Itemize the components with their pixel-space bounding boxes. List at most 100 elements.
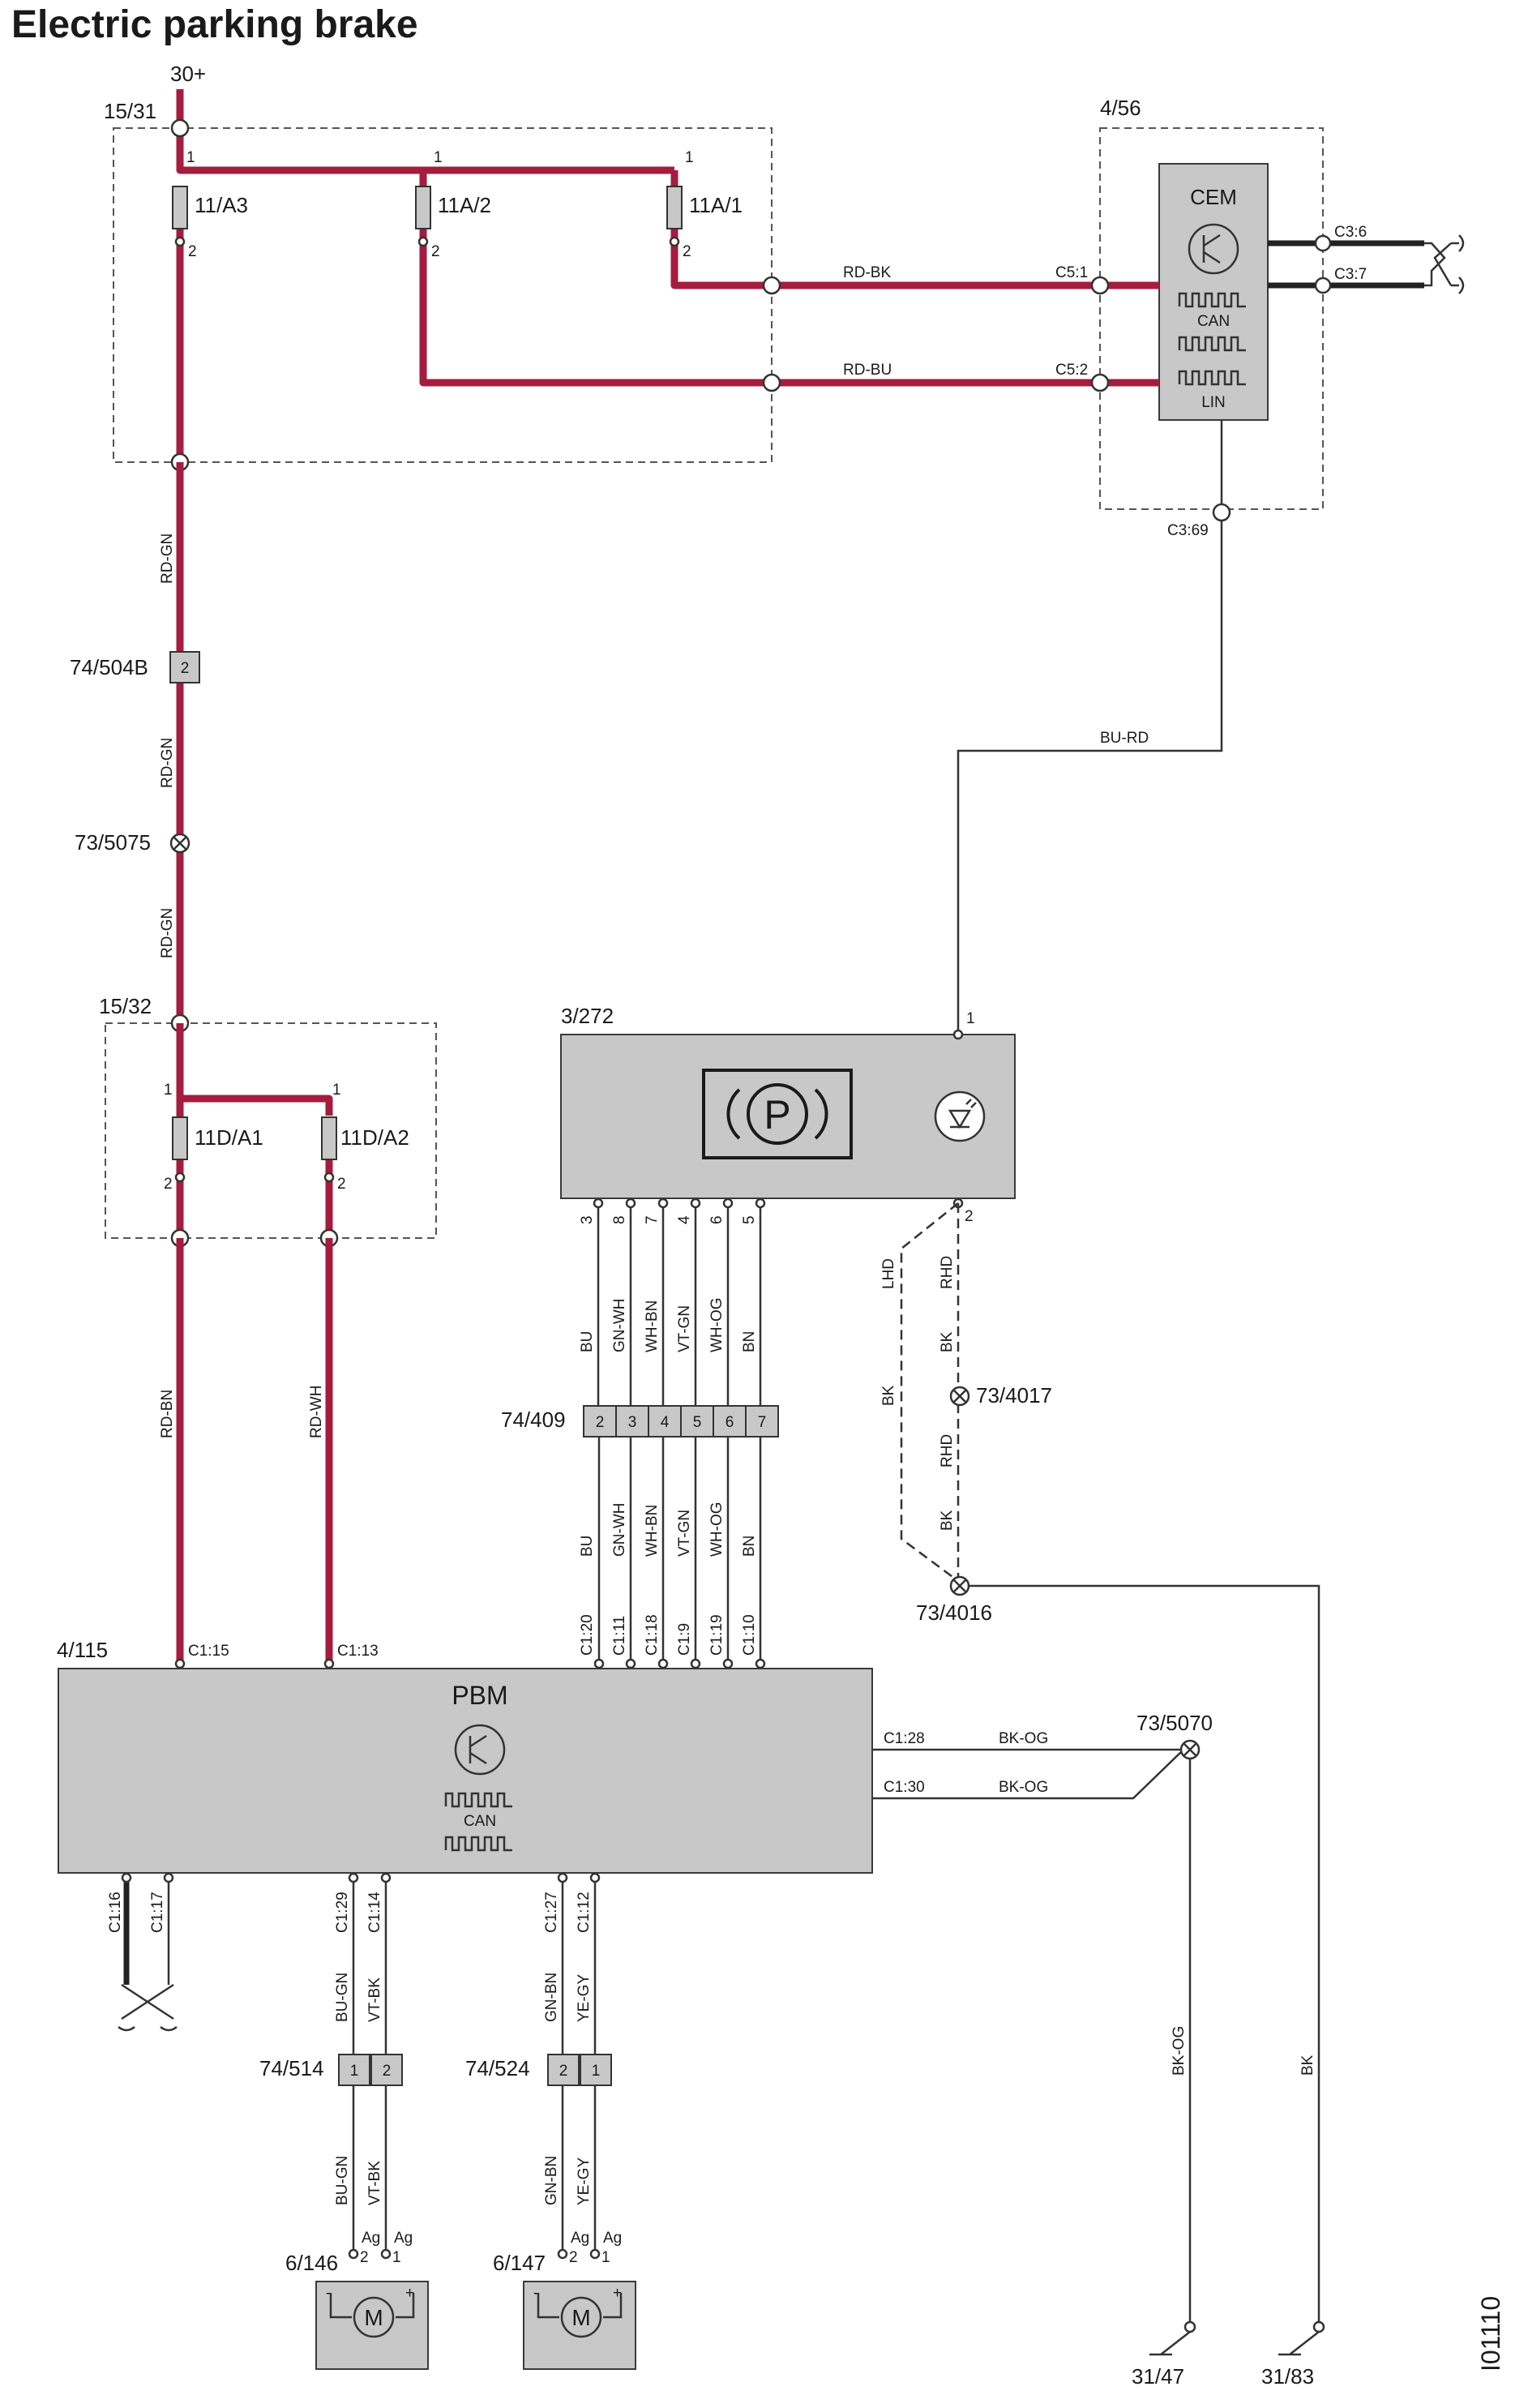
connector-74-409-pin: 4: [661, 1414, 670, 1431]
wire-lamp-ground-lhd: [900, 1202, 959, 1583]
pbm-top-pin: [593, 1658, 605, 1669]
pbm-id: 4/115: [57, 1638, 108, 1662]
cem-can-label: CAN: [1197, 313, 1230, 330]
cem-can-break-icon: [1458, 234, 1465, 294]
motor-6-147-tag: Ag: [571, 2230, 589, 2247]
cem-pin-c36: [1314, 234, 1332, 252]
wire-rdgn-label-1: RD-GN: [159, 533, 176, 584]
cem-pin-c37: [1314, 276, 1332, 294]
pbm-bottom-pin-label: C1:16: [107, 1892, 124, 1933]
motor-6-146-pin-num: 2: [360, 2249, 369, 2266]
cem-can-signal-icon: [1178, 292, 1246, 308]
switch-wire-pin: [755, 1198, 766, 1209]
fuse-11d-a1: [172, 1116, 188, 1160]
supply-node: [170, 118, 190, 138]
switch-wire-color-lower: BN: [741, 1536, 758, 1557]
fusebox-15-31-outline: [113, 127, 773, 463]
splice-73-5075-label: 73/5075: [75, 830, 151, 855]
fuse-11d-a2: [321, 1116, 337, 1160]
pbm-bottom-pin-label: C1:17: [149, 1892, 166, 1933]
connector-74-504b-pin: 2: [181, 660, 190, 677]
fuse-11d-a1-dot: [174, 1172, 186, 1183]
fuse-11a2-label: 11A/2: [438, 193, 491, 217]
cem-lin-label: LIN: [1201, 394, 1226, 411]
wire-m1-upper-2: VT-BK: [366, 1977, 383, 2022]
switch-pin-2-label: 2: [965, 1208, 974, 1225]
switch-wire-color-lower: WH-BN: [644, 1505, 661, 1557]
switch-wire-color-lower: VT-GN: [676, 1510, 693, 1557]
cem-can-signal-icon-lower: [1178, 336, 1246, 352]
switch-wire-color: GN-WH: [611, 1299, 628, 1352]
connector-74-409-label: 74/409: [501, 1408, 566, 1432]
supply-label: 30+: [170, 62, 206, 86]
fuse-11d-a1-label: 11D/A1: [195, 1125, 263, 1150]
fuse-11d-a1-pin-in: 1: [164, 1082, 173, 1099]
motor-6-147-pin: [589, 2248, 601, 2260]
wire-bk-label-1: BK: [939, 1331, 956, 1352]
motor-6-146-wiring: [329, 2293, 415, 2319]
pbm-top-pin-label: C1:15: [188, 1643, 229, 1660]
pbm-top-pin: [722, 1658, 734, 1669]
svg-text:P: P: [764, 1092, 790, 1138]
wire-m1-lower-2: VT-BK: [366, 2161, 383, 2205]
wire-bk-label-2: BK: [939, 1510, 956, 1531]
motor-6-146-m-icon: M: [353, 2296, 395, 2338]
switch-pin-1-label: 1: [966, 1010, 975, 1027]
diagram-id: I01110: [1476, 2296, 1505, 2372]
wire-bkog-label-2: BK-OG: [999, 1779, 1048, 1796]
wire-bk-og-2: [872, 1749, 1184, 1800]
pbm-top-pin-label: C1:19: [708, 1614, 725, 1656]
pbm-can-label: CAN: [464, 1813, 496, 1830]
fuse-11a2-pin-in: 1: [434, 149, 443, 166]
motor-6-146-tag: Ag: [362, 2230, 380, 2247]
motor-6-147-tag: Ag: [603, 2230, 622, 2247]
fuse-11a3: [172, 186, 188, 229]
cem-pin-c52: [1090, 373, 1110, 392]
switch-wire-color: WH-OG: [708, 1297, 725, 1352]
wire-m1-upper-1: BU-GN: [334, 1973, 351, 2022]
wire-m2-lower-2: YE-GY: [576, 2157, 593, 2205]
connector-74-409-pin: 7: [758, 1414, 767, 1431]
cem-transistor-icon: [1188, 223, 1239, 275]
fuse-11a3-dot: [174, 236, 186, 247]
diagram-title: Electric parking brake: [11, 3, 418, 46]
motor-6-147-minus: -: [533, 2285, 538, 2302]
connector-74-409-pin: 2: [596, 1414, 605, 1431]
ground-31-83-label: 31/83: [1261, 2364, 1314, 2389]
pbm-top-pin-label: C1:10: [741, 1614, 758, 1656]
connector-74-524-pin-num: 1: [592, 2063, 601, 2080]
switch-pin-num: 5: [741, 1215, 758, 1224]
cem-name: CEM: [1190, 185, 1237, 209]
wire-bkog-ground-label: BK-OG: [1171, 2026, 1188, 2076]
splice-73-5070-label: 73/5070: [1136, 1711, 1213, 1735]
fuse-11a1: [666, 186, 683, 229]
cem-outline: [1099, 127, 1324, 510]
fusebox-boundary-node-rdbu: [762, 373, 781, 392]
fuse-11a2-dot: [417, 236, 429, 247]
cem-c52-label: C5:2: [1055, 362, 1088, 379]
motor-6-146-pin: [348, 2248, 359, 2260]
pbm-pin-c1-17: [163, 1872, 174, 1883]
cem-module: [1158, 163, 1269, 421]
connector-74-409-pin: 3: [628, 1414, 637, 1431]
fusebox-15-31-label: 15/31: [104, 99, 156, 123]
fuse-11d-a1-pin-out: 2: [164, 1176, 173, 1193]
motor-6-146-plus: +: [405, 2285, 414, 2302]
svg-text:M: M: [364, 2305, 383, 2330]
pbm-transistor-icon: [454, 1724, 506, 1776]
cem-pin-c369: [1212, 503, 1231, 522]
wire-rdbk-label: RD-BK: [843, 264, 891, 281]
fuse-11a1-dot: [669, 236, 680, 247]
wire-rdbu-label: RD-BU: [843, 362, 892, 379]
fuse-11a1-label: 11A/1: [689, 193, 743, 217]
fuse-11d-a2-label: 11D/A2: [340, 1125, 409, 1150]
switch-wire-color: WH-BN: [644, 1300, 661, 1352]
pbm-bottom-pin-label: C1:27: [543, 1892, 560, 1933]
svg-text:M: M: [571, 2305, 590, 2330]
wire-rdgn-label-2: RD-GN: [159, 738, 176, 788]
fuse-11a2: [415, 186, 431, 229]
fuse-11a1-pin-out: 2: [683, 243, 691, 260]
wire-bu-rd: [957, 420, 1223, 1038]
switch-wire-color-lower: WH-OG: [708, 1502, 725, 1557]
switch-wire-color: VT-GN: [676, 1305, 693, 1352]
